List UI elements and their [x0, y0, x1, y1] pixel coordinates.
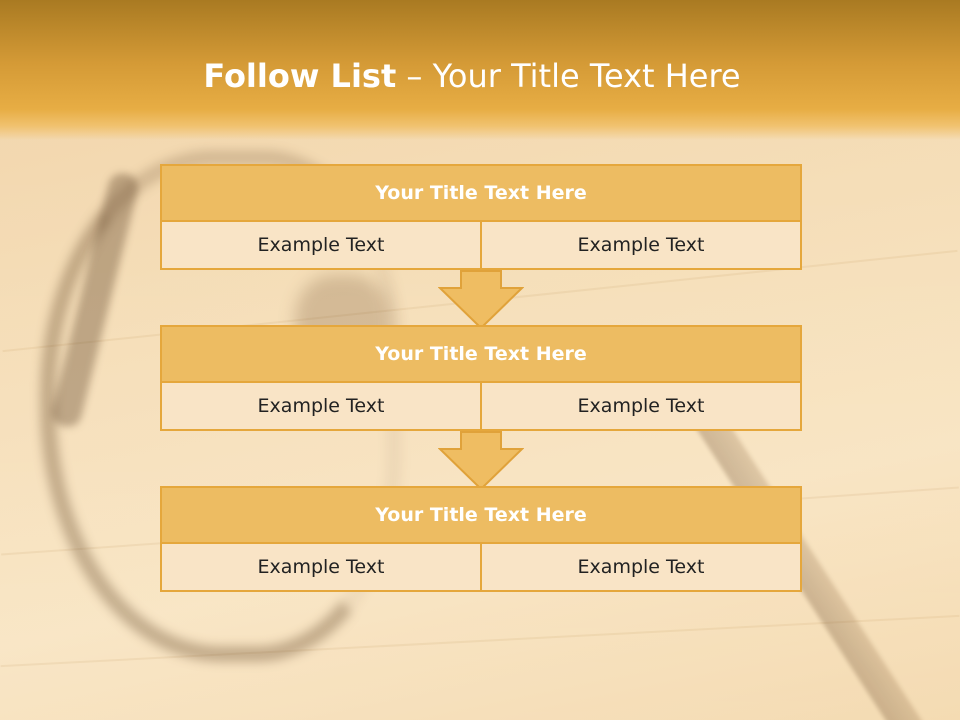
step-row: Example Text Example Text: [162, 544, 800, 590]
down-arrow-icon: [438, 431, 524, 491]
slide-title-bold: Follow List: [203, 57, 397, 95]
step-cell-right: Example Text: [480, 222, 800, 268]
step-cell-left: Example Text: [162, 383, 480, 429]
step-cell-left: Example Text: [162, 544, 480, 590]
step-row: Example Text Example Text: [162, 383, 800, 429]
step-cell-right: Example Text: [480, 544, 800, 590]
step-title: Your Title Text Here: [162, 166, 800, 222]
slide-title-rest: – Your Title Text Here: [396, 57, 741, 95]
step-title: Your Title Text Here: [162, 488, 800, 544]
step-cell-right: Example Text: [480, 383, 800, 429]
step-box-1: Your Title Text Here Example Text Exampl…: [160, 164, 802, 270]
step-box-2: Your Title Text Here Example Text Exampl…: [160, 325, 802, 431]
down-arrow-icon: [438, 270, 524, 330]
slide-title: Follow List – Your Title Text Here: [0, 50, 944, 102]
step-row: Example Text Example Text: [162, 222, 800, 268]
step-title: Your Title Text Here: [162, 327, 800, 383]
header-band: [0, 0, 960, 140]
step-box-3: Your Title Text Here Example Text Exampl…: [160, 486, 802, 592]
step-cell-left: Example Text: [162, 222, 480, 268]
